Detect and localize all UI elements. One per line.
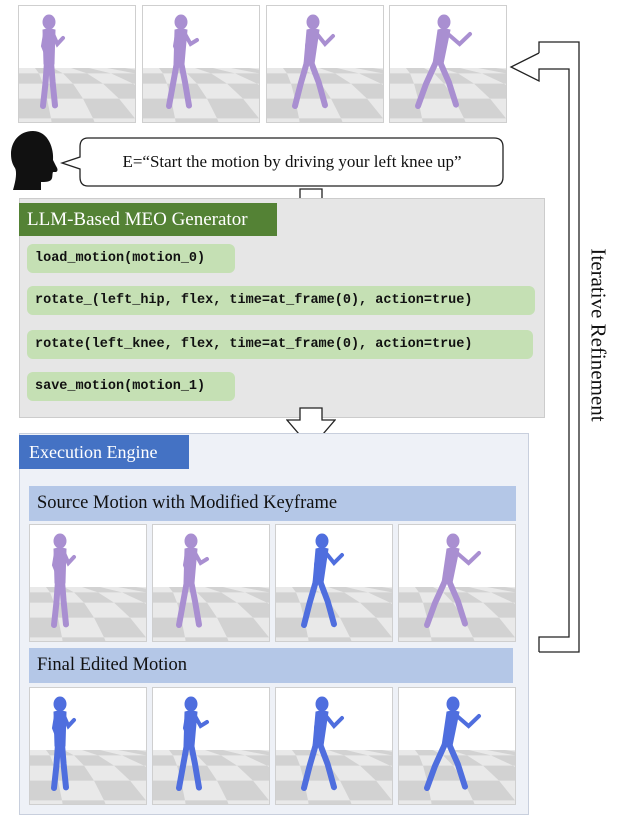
speaker-head-icon xyxy=(3,128,65,192)
source-frame-4 xyxy=(398,524,516,642)
section-final-motion: Final Edited Motion xyxy=(29,648,513,683)
engine-title: Execution Engine xyxy=(19,435,189,469)
generator-title: LLM-Based MEO Generator xyxy=(19,203,277,236)
top-frame-2 xyxy=(142,5,260,123)
source-frame-2 xyxy=(152,524,270,642)
source-frame-3 xyxy=(275,524,393,642)
speech-bubble xyxy=(59,137,504,187)
code-line-3: rotate(left_knee, flex, time=at_frame(0)… xyxy=(27,330,533,359)
final-frame-3 xyxy=(275,687,393,805)
top-frame-3 xyxy=(266,5,384,123)
iterative-refinement-text: Iterative Refinement xyxy=(586,248,611,422)
refinement-loop-arrow xyxy=(505,40,585,655)
top-frame-4 xyxy=(389,5,507,123)
section-source-motion: Source Motion with Modified Keyframe xyxy=(29,486,516,521)
code-line-4: save_motion(motion_1) xyxy=(27,372,235,401)
top-frame-1 xyxy=(18,5,136,123)
instruction-text: E=“Start the motion by driving your left… xyxy=(122,152,462,171)
code-line-2: rotate_(left_hip, flex, time=at_frame(0)… xyxy=(27,286,535,315)
iterative-refinement-label: Iterative Refinement xyxy=(578,220,618,450)
source-frame-1 xyxy=(29,524,147,642)
final-frame-4 xyxy=(398,687,516,805)
final-frame-2 xyxy=(152,687,270,805)
final-frame-1 xyxy=(29,687,147,805)
code-line-1: load_motion(motion_0) xyxy=(27,244,235,273)
